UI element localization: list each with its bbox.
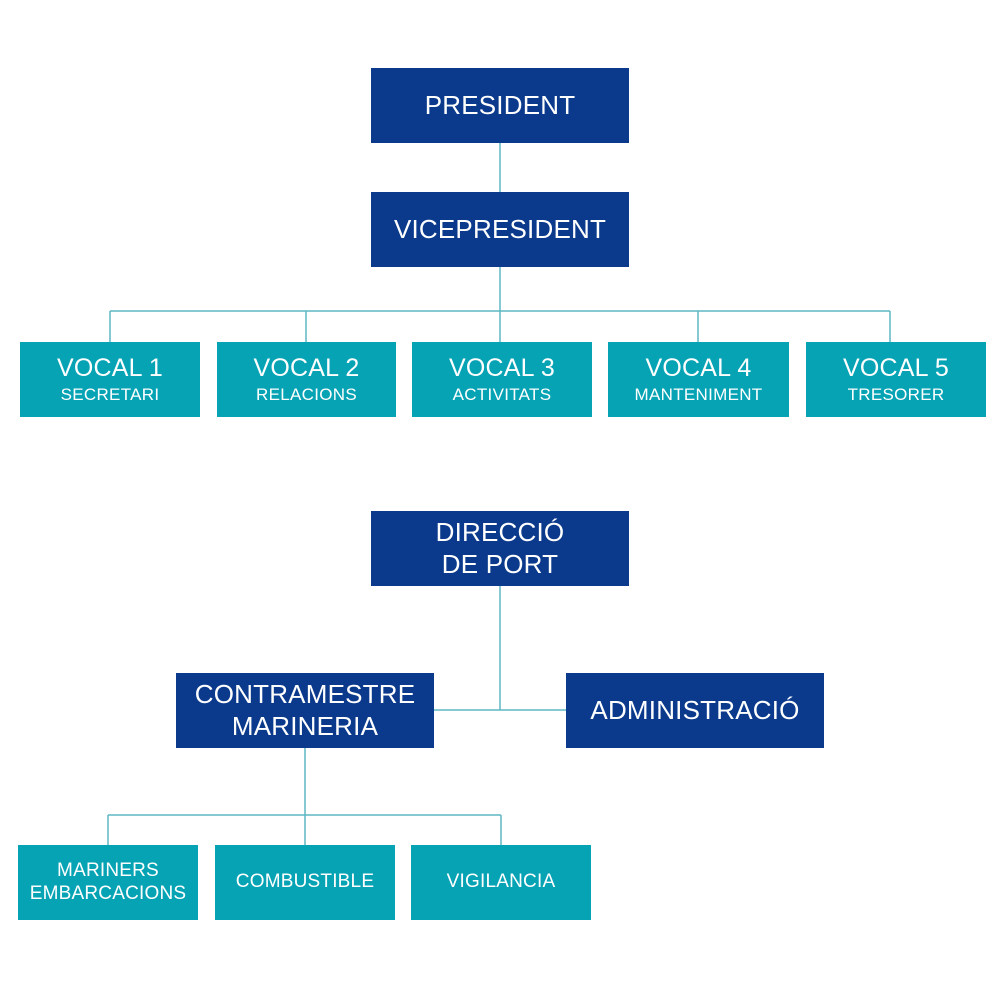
vigilancia-box: VIGILANCIA (411, 845, 591, 920)
combustible-box: COMBUSTIBLE (215, 845, 395, 920)
vocal-title: VOCAL 2 (253, 354, 360, 383)
direccio-port-box: DIRECCIÓ DE PORT (371, 511, 629, 586)
mariners-line2: EMBARCACIONS (29, 882, 187, 904)
direccio-line2: DE PORT (441, 548, 559, 579)
vocal-2-box: VOCAL 2 RELACIONS (217, 342, 396, 417)
vocal-5-box: VOCAL 5 TRESORER (806, 342, 986, 417)
vocal-title: VOCAL 3 (448, 354, 556, 383)
contramestre-box: CONTRAMESTRE MARINERIA (176, 673, 434, 748)
contramestre-line1: CONTRAMESTRE (194, 679, 416, 710)
vicepresident-box: VICEPRESIDENT (371, 192, 629, 267)
combustible-label: COMBUSTIBLE (235, 871, 375, 893)
vocal-3-box: VOCAL 3 ACTIVITATS (412, 342, 592, 417)
vigilancia-label: VIGILANCIA (446, 871, 556, 893)
administracio-box: ADMINISTRACIÓ (566, 673, 824, 748)
vocal-1-box: VOCAL 1 SECRETARI (20, 342, 200, 417)
vocal-4-box: VOCAL 4 MANTENIMENT (608, 342, 789, 417)
vocal-title: VOCAL 4 (645, 354, 752, 383)
vocal-role: SECRETARI (60, 385, 160, 405)
president-label: PRESIDENT (424, 89, 576, 120)
vocal-title: VOCAL 5 (842, 354, 950, 383)
mariners-line1: MARINERS (57, 859, 159, 881)
mariners-box: MARINERS EMBARCACIONS (18, 845, 198, 920)
contramestre-line2: MARINERIA (231, 710, 379, 741)
direccio-line1: DIRECCIÓ (435, 517, 565, 548)
vocal-role: ACTIVITATS (452, 385, 552, 405)
president-box: PRESIDENT (371, 68, 629, 143)
vocal-title: VOCAL 1 (56, 354, 164, 383)
vocal-role: RELACIONS (256, 385, 357, 405)
administracio-label: ADMINISTRACIÓ (590, 694, 800, 725)
vocal-role: TRESORER (847, 385, 945, 405)
vocal-role: MANTENIMENT (634, 385, 763, 405)
vicepresident-label: VICEPRESIDENT (393, 213, 607, 244)
